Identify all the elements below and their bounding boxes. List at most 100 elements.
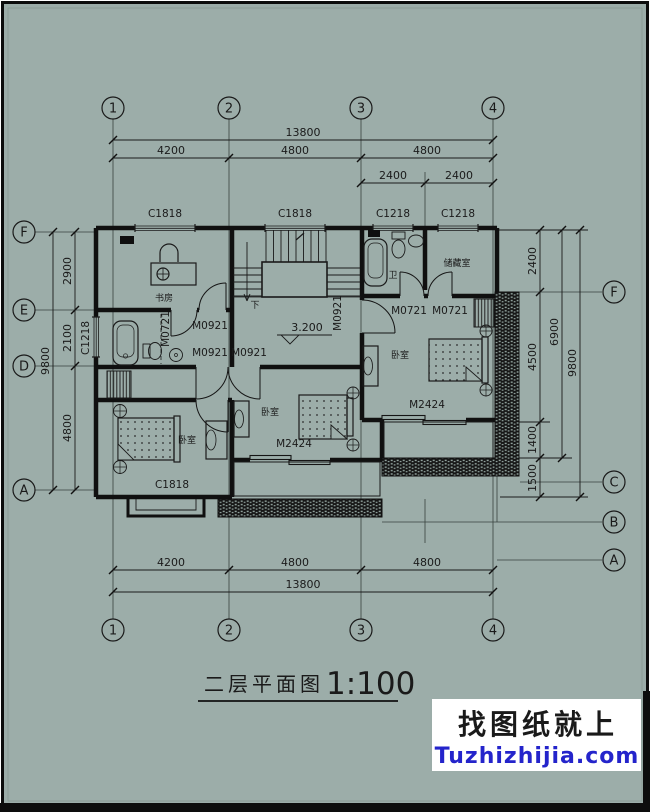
room-storage: 储藏室: [443, 257, 470, 269]
door-bath-right: [399, 271, 425, 297]
axis-bubbles: [12, 96, 626, 642]
terrace-floor-bottom: [233, 461, 381, 497]
dim-right-seg-2: 4500: [526, 343, 539, 371]
tag-m0921-b: M0921: [192, 347, 228, 359]
parapet-hatch-right: [494, 291, 520, 477]
door-bedroom-right: [361, 299, 396, 334]
note-stair-down: 下: [250, 301, 259, 311]
bedroom-left-furniture: [113, 404, 228, 474]
title-block: 二层平面图 1:100: [198, 666, 415, 702]
window-c1818-top2: [264, 224, 326, 232]
axis-left-a: A: [20, 484, 29, 499]
bedroom-mid-furniture: [233, 386, 360, 452]
dimensions-top: [108, 135, 498, 188]
tag-c1818-top2: C1818: [278, 208, 312, 220]
furniture: [106, 230, 495, 474]
dim-left-seg-2: 2100: [61, 324, 74, 352]
dimensions-bottom: [108, 565, 498, 597]
axis-left-e: E: [20, 304, 28, 319]
elevation-marker: [277, 334, 332, 345]
windows: [92, 224, 479, 511]
axis-left-f: F: [20, 226, 27, 241]
drawing-title: 二层平面图: [204, 672, 324, 696]
dimensions-left: [48, 227, 80, 495]
dimensions-right-text: 2400 4500 1400 1500 6900 9800: [526, 247, 579, 492]
right-bar: [643, 691, 650, 806]
room-bedroom-right: 卧室: [391, 349, 409, 361]
tag-m2424-right: M2424: [409, 399, 445, 411]
bath-right-fixtures: [363, 231, 424, 287]
dim-top-sub-1: 2400: [379, 169, 407, 182]
dim-bottom-seg-3: 4800: [413, 556, 441, 569]
window-c1218-top2: [437, 224, 479, 232]
room-bedroom-left: 卧室: [178, 434, 196, 446]
dim-left-seg-3: 4800: [61, 414, 74, 442]
tag-m0721-left: M0721: [160, 311, 172, 347]
dim-right-seg-4: 1500: [526, 464, 539, 492]
room-bedroom-mid: 卧室: [261, 406, 279, 418]
axis-top-4: 4: [489, 102, 497, 117]
parapet-hatch-bottom: [217, 498, 383, 518]
inner-frame-line: [7, 7, 643, 802]
tag-c1218-top2: C1218: [441, 208, 475, 220]
window-c1818-top1: [134, 224, 196, 232]
toilet-tank-2: [391, 231, 406, 240]
axis-left-d: D: [19, 360, 29, 375]
tag-m0721-b: M0721: [432, 305, 468, 317]
sink-2: [408, 234, 424, 248]
walls: [93, 225, 500, 518]
axis-right-a: A: [610, 554, 619, 569]
axis-top-2: 2: [225, 102, 233, 117]
door-study: [198, 282, 227, 311]
axis-top-1: 1: [109, 102, 117, 117]
tag-m0921-d: M0921: [332, 295, 344, 331]
dim-top-total: 13800: [286, 126, 321, 139]
bath-left-fixtures: [112, 314, 183, 366]
drawing-scale: 1:100: [326, 666, 415, 702]
axis-bubble-labels: 1 2 3 4 1 2 3 4 F E D A F C B A: [19, 102, 619, 639]
axis-bottom-2: 2: [225, 624, 233, 639]
sink: [169, 348, 183, 362]
dim-left-total: 9800: [39, 347, 52, 375]
bottom-bar: [0, 803, 650, 812]
tag-c1218-top1: C1218: [376, 208, 410, 220]
dim-right-mid: 6900: [548, 318, 561, 346]
dim-top-seg-1: 4200: [157, 144, 185, 157]
tag-m0921-a: M0921: [192, 320, 228, 332]
axis-right-b: B: [610, 516, 619, 531]
tag-c1218-left: C1218: [80, 321, 92, 355]
bedroom-right-furniture: [362, 298, 495, 397]
stair-direction-arrow: [243, 242, 251, 302]
tag-c1818-bottom: C1818: [155, 479, 189, 491]
dim-bottom-total: 13800: [286, 578, 321, 591]
window-bay-inner: [135, 499, 197, 511]
plan-labels: C1818 C1818 C1218 C1218 C1218 C1818 M092…: [80, 208, 475, 491]
axis-bottom-3: 3: [357, 624, 365, 639]
dim-right-total: 9800: [566, 349, 579, 377]
dim-bottom-seg-1: 4200: [157, 556, 185, 569]
watermark-line1: 找图纸就上: [458, 708, 618, 741]
tag-m0721-a: M0721: [391, 305, 427, 317]
tag-c1818-top1: C1818: [148, 208, 182, 220]
dimensions-bottom-text: 4200 4800 4800 13800: [157, 556, 441, 591]
toilet-bowl: [148, 342, 162, 360]
toilet-bowl-2: [391, 239, 406, 259]
door-storage: [427, 271, 453, 297]
door-double-hall: [195, 366, 261, 400]
staircase: [233, 230, 361, 302]
column-marker-1: [120, 236, 134, 244]
axis-right-c: C: [609, 476, 618, 491]
dimensions-left-text: 9800 2900 2100 4800: [39, 257, 74, 442]
dim-left-seg-1: 2900: [61, 257, 74, 285]
study-desk: [150, 243, 197, 286]
room-bath: 卫: [388, 271, 397, 281]
wardrobe-left: [106, 370, 132, 399]
dimensions-top-text: 13800 4200 4800 4800 2400 2400: [157, 126, 473, 182]
column-marker-2: [368, 230, 380, 237]
dim-right-seg-1: 2400: [526, 247, 539, 275]
axis-bottom-1: 1: [109, 624, 117, 639]
dim-top-seg-2: 4800: [281, 144, 309, 157]
axis-right-f: F: [610, 286, 617, 301]
